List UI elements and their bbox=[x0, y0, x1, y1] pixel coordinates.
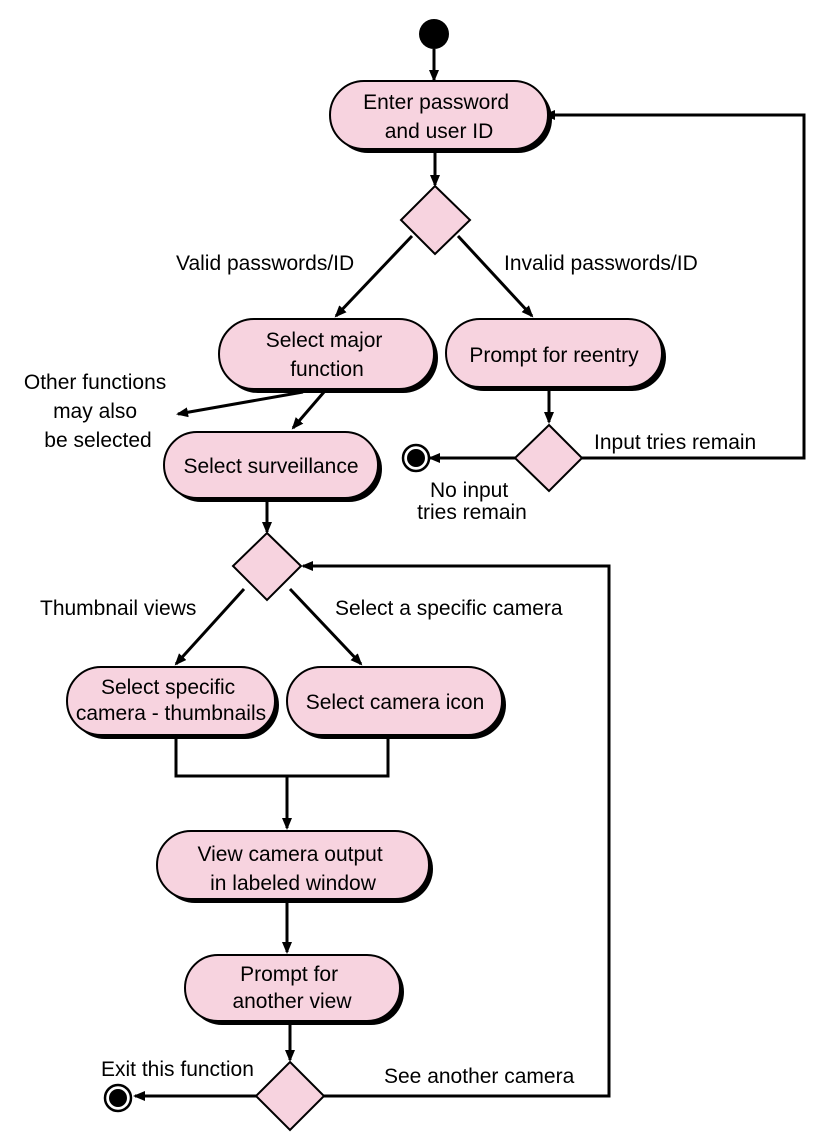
label-other-functions-line: Other functions bbox=[24, 371, 166, 394]
activity-label: and user ID bbox=[385, 120, 494, 143]
activity-label: View camera output bbox=[197, 843, 382, 866]
activity-prompt-another: Prompt for another view bbox=[184, 954, 404, 1025]
svg-text:Enter password and user: Enter password and user ID bbox=[363, 91, 515, 143]
decision-diamond-continue bbox=[254, 1060, 326, 1132]
svg-text:Select major function: Select major function bbox=[266, 329, 389, 381]
label-exit-function: Exit this function bbox=[101, 1058, 254, 1081]
edge-decision3-to-thumbnails bbox=[174, 587, 246, 666]
label-other-functions-line: be selected bbox=[44, 429, 151, 452]
edge-major-to-surveillance bbox=[291, 391, 326, 430]
label-no-input-tries-line: No input bbox=[430, 479, 508, 502]
activity-label: Select camera icon bbox=[306, 691, 485, 714]
activity-select-major-function: Select major function bbox=[218, 318, 438, 393]
activity-enter-password: Enter password and user ID bbox=[329, 80, 552, 153]
edge-merge-join bbox=[174, 736, 390, 778]
decision-diamond-login bbox=[399, 184, 472, 256]
end-node-exit bbox=[103, 1083, 133, 1113]
label-see-another-camera: See another camera bbox=[384, 1065, 575, 1088]
activity-label: camera - thumbnails bbox=[76, 702, 266, 725]
activity-select-thumbnails: Select specific camera - thumbnails bbox=[66, 666, 279, 739]
label-no-input-tries: No input tries remain bbox=[417, 479, 527, 524]
decision-diamond-retry bbox=[513, 423, 584, 493]
svg-text:Select surveillance: Select surveillance bbox=[183, 455, 358, 478]
edge-decision1-to-reentry bbox=[456, 234, 534, 318]
activity-label: Prompt for reentry bbox=[469, 344, 639, 367]
svg-text:View camera output in la: View camera output in labeled window bbox=[197, 843, 388, 895]
edge-decision1-to-major bbox=[334, 234, 414, 318]
svg-text:Select specific camera -: Select specific camera - thumbnails bbox=[76, 676, 266, 725]
activity-label: another view bbox=[232, 990, 352, 1013]
activity-select-camera-icon: Select camera icon bbox=[286, 666, 506, 739]
label-input-tries-remain: Input tries remain bbox=[594, 431, 756, 454]
activity-view-output: View camera output in labeled window bbox=[156, 830, 433, 903]
activity-label: function bbox=[290, 358, 364, 381]
activity-label: Select surveillance bbox=[183, 455, 358, 478]
activity-label: in labeled window bbox=[210, 872, 377, 895]
edge-see-another-loop bbox=[301, 561, 611, 1098]
edge-major-to-other bbox=[176, 390, 304, 418]
svg-text:Select camera icon: Select camera icon bbox=[306, 691, 485, 714]
activity-label: Enter password bbox=[363, 91, 509, 114]
label-thumbnail-views: Thumbnail views bbox=[40, 597, 196, 620]
activity-label: Select specific bbox=[101, 676, 235, 699]
edges bbox=[133, 49, 806, 1101]
label-valid: Valid passwords/ID bbox=[176, 252, 354, 275]
label-other-functions: Other functions may also be selected bbox=[24, 371, 172, 452]
decision-diamond-view-type bbox=[231, 531, 303, 602]
end-node-no-tries bbox=[401, 443, 431, 473]
svg-text:Prompt for reentry: Prompt for reentry bbox=[469, 344, 639, 367]
svg-text:Prompt for another view: Prompt for another view bbox=[232, 963, 352, 1013]
label-invalid: Invalid passwords/ID bbox=[504, 252, 698, 275]
activity-label: Select major bbox=[266, 329, 383, 352]
label-no-input-tries-line: tries remain bbox=[417, 501, 527, 524]
start-node bbox=[419, 19, 449, 49]
activity-prompt-reentry: Prompt for reentry bbox=[445, 318, 666, 391]
label-select-specific-camera: Select a specific camera bbox=[335, 597, 563, 620]
edge-decision3-to-cameraicon bbox=[288, 587, 363, 666]
activity-label: Prompt for bbox=[240, 963, 338, 986]
edge-input-tries-loop bbox=[543, 110, 806, 460]
label-other-functions-line: may also bbox=[53, 400, 137, 423]
activity-select-surveillance: Select surveillance bbox=[163, 431, 382, 502]
